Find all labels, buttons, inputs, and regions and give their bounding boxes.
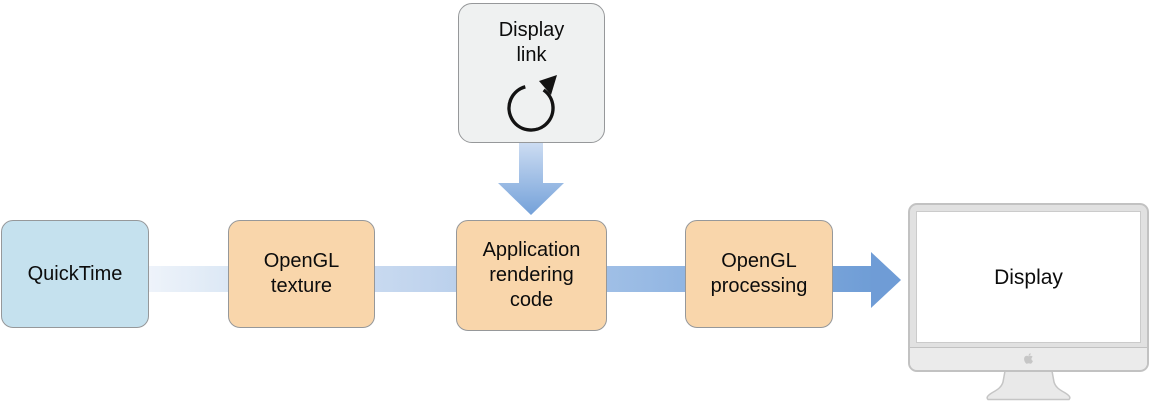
apple-logo-icon [1024,352,1033,364]
arrow-down-icon [498,143,564,215]
node-opengl-texture-label: OpenGL texture [263,250,340,297]
node-quicktime-label: QuickTime [27,262,123,285]
node-opengl-processing: OpenGL processing [685,220,833,328]
node-quicktime: QuickTime [1,220,149,328]
monitor-chin [910,347,1147,370]
monitor-stand [986,371,1071,401]
display-monitor: Display [908,203,1149,372]
node-opengl-processing-label: OpenGL processing [710,250,808,297]
node-application-rendering-code-label: Application rendering code [482,239,581,311]
display-label: Display [994,265,1063,289]
node-application-rendering-code: Application rendering code [456,220,607,331]
node-display-link-label: Display link [498,19,565,66]
node-opengl-texture: OpenGL texture [228,220,375,328]
loop-arrow-icon [507,75,557,132]
monitor-screen: Display [916,211,1141,343]
node-display-link: Display link [458,3,605,143]
arrow-right-icon [871,252,901,308]
